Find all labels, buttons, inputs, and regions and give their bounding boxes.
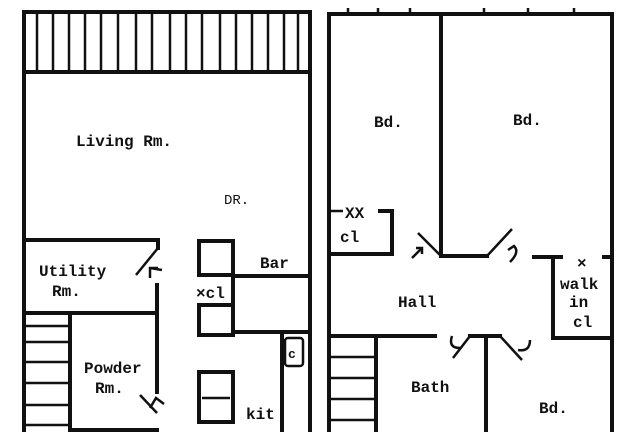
powder-door xyxy=(139,394,158,414)
label-kitchen: kit xyxy=(246,406,275,424)
label-utility-rm: Rm. xyxy=(52,283,81,301)
door-arrow xyxy=(411,246,424,259)
closet-walls xyxy=(329,209,394,256)
label-utility: Utility xyxy=(39,263,107,281)
sink-icon xyxy=(283,336,305,368)
label-bedroom-2: Bd. xyxy=(513,112,542,130)
label-walkin-2: in xyxy=(569,294,588,312)
bedroom3-door xyxy=(499,335,523,361)
utility-walls xyxy=(22,238,160,250)
label-living-room: Living Rm. xyxy=(76,133,172,151)
closet-marks: XX xyxy=(345,205,365,223)
label-powder-rm: Rm. xyxy=(95,380,124,398)
second-floor: Bd. Bd. XX cl Hall × walk in cl Bath Bd. xyxy=(327,8,614,432)
cabinet xyxy=(197,239,235,277)
balcony-railing xyxy=(35,12,300,70)
label-walkin-3: cl xyxy=(573,314,592,332)
label-walkin-1: walk xyxy=(560,276,599,294)
label-bedroom-3: Bd. xyxy=(539,400,568,418)
walkin-walls xyxy=(532,255,614,340)
label-bedroom-1: Bd. xyxy=(374,114,403,132)
stove-icon xyxy=(197,370,235,424)
roof-ticks xyxy=(346,8,576,14)
label-hall: Hall xyxy=(398,294,436,312)
door-arrow xyxy=(507,244,518,263)
utility-door xyxy=(135,247,159,276)
bath-door xyxy=(452,335,471,359)
label-bar: Bar xyxy=(260,255,289,273)
stairs-floor2 xyxy=(329,355,376,422)
outer-walls-floor1 xyxy=(22,10,312,432)
door-arrow xyxy=(517,339,532,352)
walkin-mark: × xyxy=(577,255,587,273)
first-floor: c Living Rm. DR. Bar Utility Rm. ×cl Pow… xyxy=(22,10,312,432)
bedroom2-door xyxy=(486,228,513,257)
cabinet xyxy=(197,303,235,337)
outer-walls-floor2 xyxy=(327,12,614,432)
label-dining-room: DR. xyxy=(224,193,249,209)
label-powder: Powder xyxy=(84,360,142,378)
door-arrow xyxy=(148,266,163,278)
bedroom1-door xyxy=(417,232,442,257)
label-closet: ×cl xyxy=(196,285,225,303)
label-closet: cl xyxy=(340,229,359,247)
stairs-floor1 xyxy=(24,324,70,427)
label-bath: Bath xyxy=(411,379,449,397)
door-arrow xyxy=(148,396,165,409)
door-arrow xyxy=(449,335,461,350)
sink-mark: c xyxy=(288,347,296,362)
